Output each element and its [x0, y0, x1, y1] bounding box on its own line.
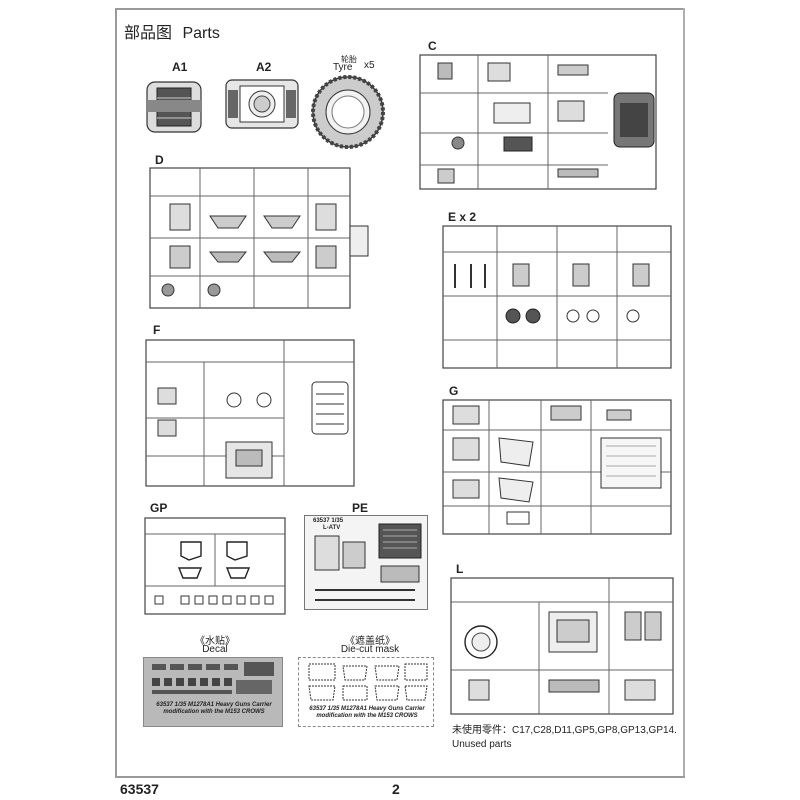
decal-sheet: 63537 1/35 M1278A1 Heavy Guns Carrier mo… [143, 657, 283, 727]
mask-sheet-drawing [308, 663, 428, 701]
sprue-f-drawing [145, 339, 355, 487]
unused-parts-zh: 未使用零件：C17,C28,D11,GP5,GP8,GP13,GP14. [452, 725, 677, 736]
footer-product-code: 63537 [120, 781, 159, 797]
sprue-c-label: C [428, 39, 437, 53]
unused-parts-note: 未使用零件：C17,C28,D11,GP5,GP8,GP13,GP14. Unu… [452, 724, 677, 752]
page-title-en: Parts [182, 25, 220, 42]
page-frame-left [115, 8, 117, 778]
sprue-g-label: G [449, 384, 459, 398]
page-title: 部品图 Parts [124, 19, 220, 43]
mask-caption-en: Die-cut mask [340, 644, 400, 655]
page-frame-top [115, 8, 685, 10]
page-title-zh: 部品图 [124, 25, 173, 42]
mask-sheet-text: 63537 1/35 M1278A1 Heavy Guns Carrier mo… [309, 706, 425, 719]
sprue-gp-label: GP [150, 501, 168, 515]
pe-sheet-drawing [314, 523, 422, 601]
mask-sheet: 63537 1/35 M1278A1 Heavy Guns Carrier mo… [298, 657, 434, 727]
page-frame-bottom [115, 776, 685, 778]
sprue-c-drawing [419, 54, 657, 190]
tyre-label-zh: 轮胎 [341, 55, 357, 64]
tyre-qty: x5 [364, 60, 375, 71]
sprue-pe-label: PE [352, 501, 369, 515]
footer-page-number: 2 [392, 781, 400, 797]
tyre-drawing [311, 75, 385, 149]
page-frame-right [683, 8, 685, 778]
sprue-a1-drawing [146, 81, 202, 133]
sprue-l-drawing [450, 577, 674, 715]
sprue-d-label: D [155, 153, 164, 167]
sprue-gp-drawing [144, 517, 286, 615]
sprue-l-label: L [456, 562, 464, 576]
sprue-d-drawing [149, 167, 369, 309]
unused-parts-en: Unused parts [452, 739, 512, 750]
decal-caption-zh: 《水贴》 [195, 636, 235, 647]
pe-sheet-tag: L-ATV [323, 525, 341, 531]
sprue-a1-label: A1 [172, 60, 188, 74]
sprue-f-label: F [153, 323, 161, 337]
decal-caption-en: Decal [202, 644, 228, 655]
decal-sheet-text: 63537 1/35 M1278A1 Heavy Guns Carrier mo… [156, 702, 272, 715]
mask-caption-zh: 《遮盖纸》 [345, 636, 395, 647]
pe-sheet: 63537 1/35 L-ATV [304, 515, 428, 610]
sprue-a2-drawing [225, 79, 299, 129]
sprue-g-drawing [442, 399, 672, 535]
pe-sheet-code: 63537 1/35 [313, 518, 344, 524]
sprue-a2-label: A2 [256, 60, 272, 74]
sprue-e-label: E x 2 [448, 210, 477, 224]
decal-sheet-drawing [152, 662, 274, 694]
sprue-e-drawing [442, 225, 672, 369]
tyre-label-en: Tyre [333, 62, 353, 73]
